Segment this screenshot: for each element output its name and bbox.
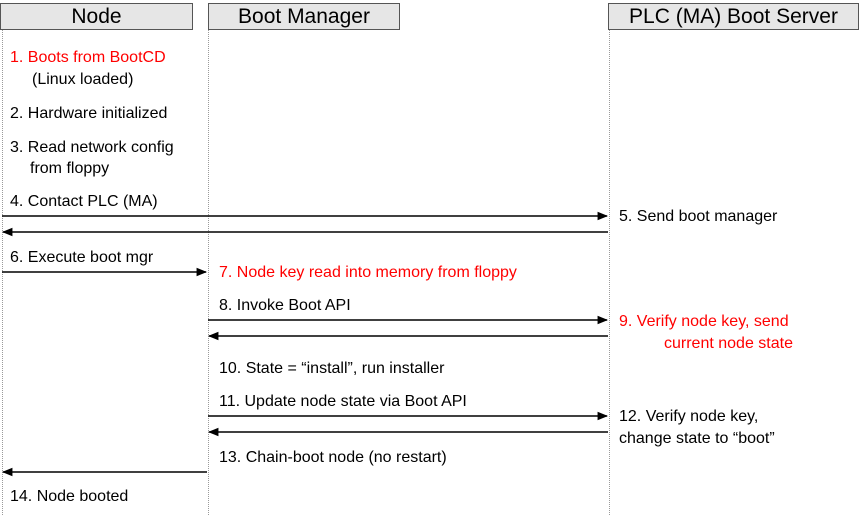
step-6-label: 6. Execute boot mgr [10, 249, 154, 266]
step-9-label: 9. Verify node key, send [619, 313, 789, 330]
step-9-detail: current node state [664, 335, 793, 352]
step-3-label: 3. Read network config [10, 139, 174, 156]
step-2-label: 2. Hardware initialized [10, 105, 168, 122]
step-1-label: 1. Boots from BootCD [10, 49, 166, 66]
lifeline-boot-server [609, 30, 610, 515]
step-8-label: 8. Invoke Boot API [219, 297, 351, 314]
header-boot-manager: Boot Manager [208, 3, 400, 30]
step-7-label: 7. Node key read into memory from floppy [219, 264, 517, 281]
step-1-detail: (Linux loaded) [32, 71, 134, 88]
step-11-label: 11. Update node state via Boot API [219, 393, 467, 410]
step-12-detail: change state to “boot” [619, 430, 775, 447]
step-10-label: 10. State = “install”, run installer [219, 360, 445, 377]
step-12-label: 12. Verify node key, [619, 408, 759, 425]
step-14-label: 14. Node booted [10, 488, 129, 505]
lifeline-boot-manager [208, 30, 209, 515]
header-node: Node [0, 3, 193, 30]
step-5-label: 5. Send boot manager [619, 208, 778, 225]
header-boot-server: PLC (MA) Boot Server [608, 3, 859, 30]
step-4-label: 4. Contact PLC (MA) [10, 193, 158, 210]
step-3-detail: from floppy [30, 160, 110, 177]
step-13-label: 13. Chain-boot node (no restart) [219, 449, 447, 466]
